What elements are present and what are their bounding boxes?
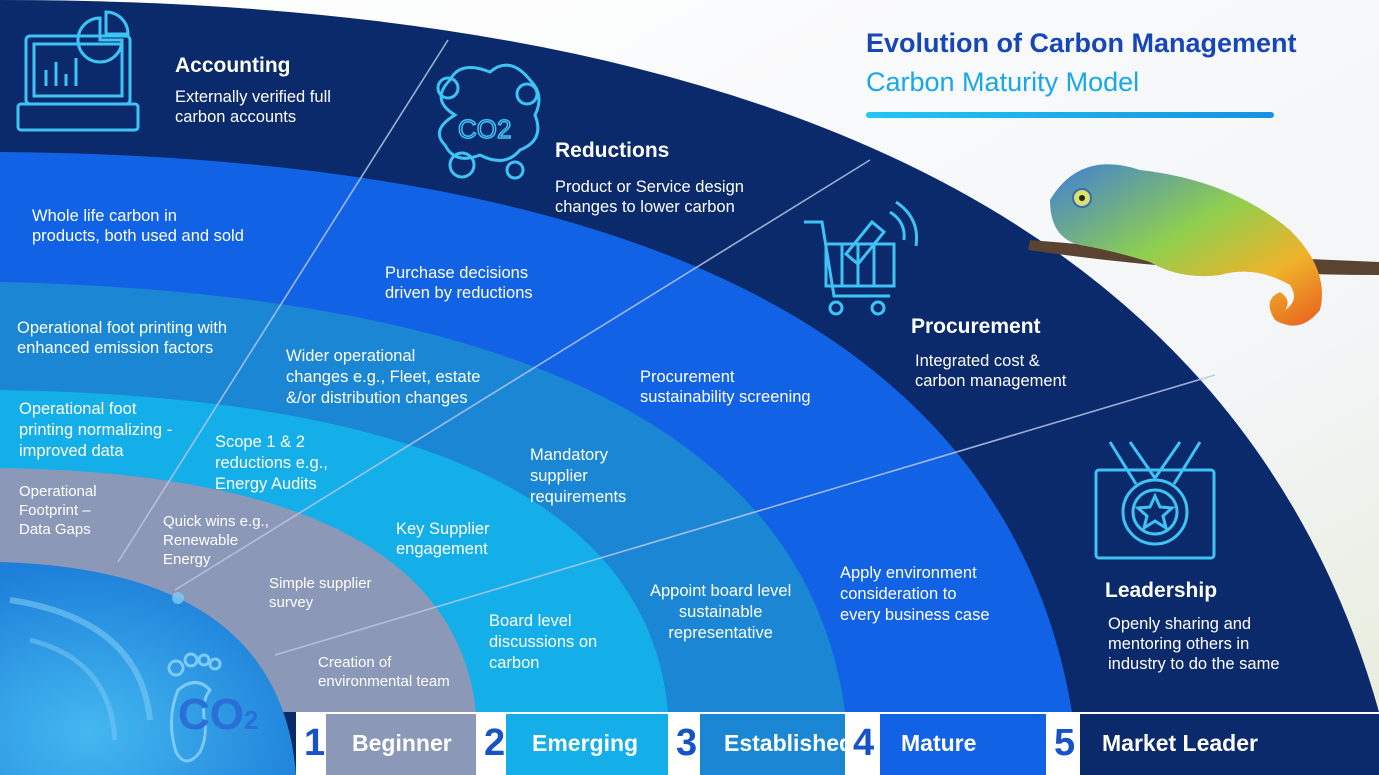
co2-cloud-icon: CO2 <box>436 63 541 180</box>
title-underline <box>866 112 1274 118</box>
shopping-cart-icon <box>804 200 919 316</box>
laptop-chart-icon <box>16 10 140 132</box>
chameleon-image <box>1028 164 1379 326</box>
co2-label: CO2 <box>178 690 259 739</box>
level-2-number: 2 <box>484 722 506 764</box>
text-op-enhanced: Operational foot printing with enhanced … <box>17 319 228 357</box>
text-scope12: Scope 1 & 2 reductions e.g., Energy Audi… <box>215 433 328 493</box>
level-4-label: Mature <box>901 730 977 756</box>
stage-leadership-heading: Leadership <box>1105 579 1218 602</box>
level-2-label: Emerging <box>532 730 639 756</box>
text-quick-wins: Quick wins e.g., Renewable Energy <box>163 513 269 568</box>
level-2: 2 Emerging <box>476 712 644 775</box>
text-board-disc: Board level discussions on carbon <box>489 612 598 672</box>
stage-reductions-heading: Reductions <box>555 139 670 162</box>
level-1-number: 1 <box>304 722 326 764</box>
text-proc-screening: Procurement sustainability screening <box>640 368 811 406</box>
page-subtitle: Carbon Maturity Model <box>866 67 1140 97</box>
level-1: 1 Beginner <box>296 712 458 775</box>
text-op-normalizing: Operational foot printing normalizing - … <box>19 400 173 460</box>
level-4: 4 Mature <box>845 712 982 775</box>
stage-procurement-desc: Integrated cost & carbon management <box>915 352 1067 390</box>
level-5-label: Market Leader <box>1102 730 1258 756</box>
text-key-supplier: Key Supplier engagement <box>396 520 490 558</box>
level-3: 3 Established <box>668 712 859 775</box>
stage-accounting-heading: Accounting <box>175 54 291 77</box>
text-apply-env: Apply environment consideration to every… <box>840 564 990 624</box>
level-3-number: 3 <box>676 722 698 764</box>
level-5: 5 Market Leader <box>1046 712 1264 775</box>
footprint-co2-icon <box>167 652 222 763</box>
stage-accounting-desc: Externally verified full carbon accounts <box>175 88 331 126</box>
text-appoint-board: Appoint board level sustainable represen… <box>650 582 792 642</box>
level-1-label: Beginner <box>352 730 452 756</box>
text-mandatory: Mandatory supplier requirements <box>530 446 627 506</box>
svg-text:CO2: CO2 <box>458 114 511 144</box>
level-5-number: 5 <box>1054 722 1076 764</box>
text-op-gaps: Operational Footprint – Data Gaps <box>19 483 97 538</box>
text-purchase: Purchase decisions driven by reductions <box>385 264 533 302</box>
text-env-team: Creation of environmental team <box>318 654 450 690</box>
text-simple-survey: Simple supplier survey <box>269 575 372 611</box>
stage-leadership-desc: Openly sharing and mentoring others in i… <box>1108 615 1280 673</box>
level-4-number: 4 <box>853 722 875 764</box>
text-wider-ops: Wider operational changes e.g., Fleet, e… <box>286 347 481 407</box>
stage-procurement-heading: Procurement <box>911 315 1041 338</box>
stage-reductions-desc: Product or Service design changes to low… <box>555 178 744 216</box>
page-title: Evolution of Carbon Management <box>866 28 1297 58</box>
text-whole-life: Whole life carbon in products, both used… <box>32 207 244 245</box>
medal-icon <box>1094 441 1216 560</box>
divider-lines <box>117 39 1216 656</box>
level-3-label: Established <box>724 730 854 756</box>
